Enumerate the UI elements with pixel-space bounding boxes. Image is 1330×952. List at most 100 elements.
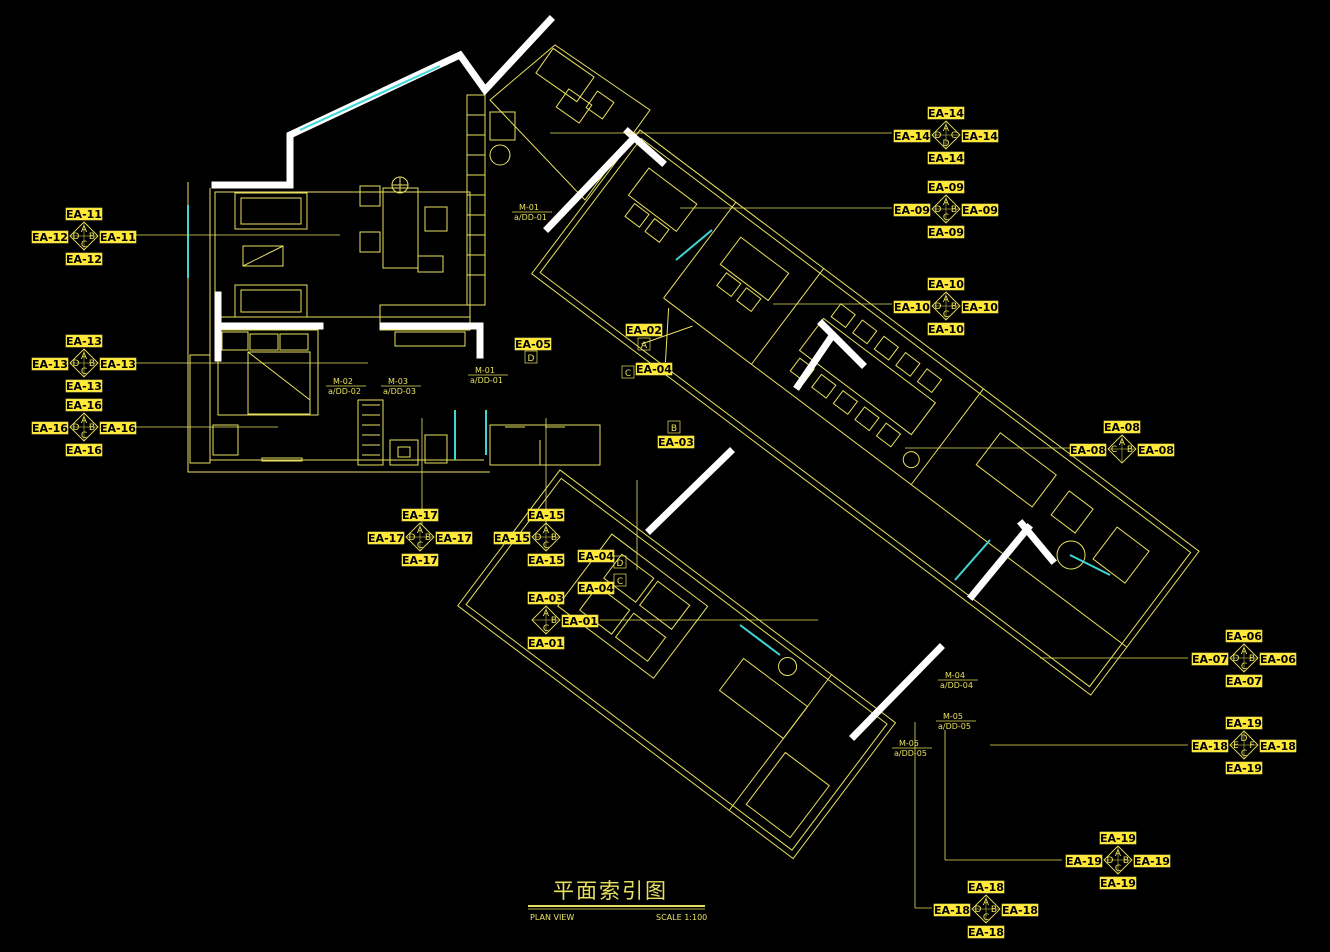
door-marker: M-01 a/DD-01	[468, 366, 508, 385]
symbol-letter: F	[1249, 741, 1254, 751]
symbol-letter: A	[417, 526, 424, 536]
basin	[389, 439, 419, 466]
tag-bottom: EA-10	[927, 322, 965, 336]
svg-text:EA-13: EA-13	[66, 335, 102, 348]
tag-bottom: EA-12	[65, 252, 103, 266]
symbol-letter: B	[1127, 445, 1133, 455]
tag-left: EA-17	[367, 531, 405, 545]
symbol-letter: B	[951, 205, 957, 215]
tag-top: EA-03	[527, 591, 565, 605]
symbol-letter: A	[943, 124, 950, 134]
title-block: 平面索引图 PLAN VIEW SCALE 1:100	[528, 879, 707, 922]
tag-right: EA-18	[1001, 903, 1039, 917]
tag-label: EA-04	[635, 362, 673, 376]
tag-label: EA-04	[577, 581, 615, 595]
conference-table	[798, 317, 937, 436]
svg-text:EA-18: EA-18	[1260, 740, 1296, 753]
tag-right: EA-19	[1133, 854, 1171, 868]
svg-text:M-04: M-04	[945, 671, 965, 680]
tag-top: EA-19	[1225, 716, 1263, 730]
svg-text:EA-19: EA-19	[1134, 855, 1170, 868]
svg-text:EA-19: EA-19	[1100, 832, 1136, 845]
symbol-letter: B	[551, 533, 557, 543]
tag-letter: D	[617, 559, 624, 569]
north-cabinet	[489, 111, 516, 141]
tag-letter: C	[625, 369, 631, 379]
tag-right: EA-16	[99, 421, 137, 435]
svg-text:EA-07: EA-07	[1226, 675, 1262, 688]
diagonal-inner	[539, 137, 1192, 688]
chair-1	[359, 185, 381, 207]
bed	[247, 351, 311, 415]
tag-top: EA-18	[967, 880, 1005, 894]
tag-right: EA-17	[435, 531, 473, 545]
svg-text:EA-16: EA-16	[32, 422, 68, 435]
svg-text:EA-14: EA-14	[928, 107, 964, 120]
tag-label: EA-05	[514, 337, 552, 351]
svg-text:a/DD-03: a/DD-03	[383, 387, 416, 396]
svg-text:M-05: M-05	[899, 739, 919, 748]
symbol-letter: B	[991, 905, 997, 915]
tag-left: EA-15	[493, 531, 531, 545]
svg-text:EA-17: EA-17	[368, 532, 404, 545]
tag-top: EA-10	[927, 277, 965, 291]
leader-lines	[135, 132, 1188, 909]
svg-text:EA-18: EA-18	[1192, 740, 1228, 753]
chair-3	[424, 206, 448, 232]
svg-text:EA-06: EA-06	[1260, 653, 1296, 666]
svg-text:EA-13: EA-13	[32, 358, 68, 371]
svg-text:EA-11: EA-11	[100, 231, 136, 244]
svg-text:EA-18: EA-18	[968, 881, 1004, 894]
tag-bottom: EA-09	[927, 225, 965, 239]
desk-06	[975, 432, 1057, 508]
svg-text:EA-09: EA-09	[928, 181, 964, 194]
door-marker: M-05 a/DD-05	[936, 712, 976, 731]
tag-top: EA-06	[1225, 629, 1263, 643]
svg-text:EA-03: EA-03	[658, 436, 694, 449]
symbol-letter: A	[1119, 438, 1126, 448]
svg-text:EA-17: EA-17	[402, 509, 438, 522]
desk-09	[627, 167, 698, 232]
low-cabinet	[379, 304, 471, 331]
symbol-letter: D	[1233, 654, 1240, 664]
west-outer-wall	[187, 182, 490, 473]
svg-text:EA-09: EA-09	[962, 204, 998, 217]
bedroom-window-frame	[189, 354, 211, 464]
tag-bottom: EA-14	[927, 151, 965, 165]
svg-text:EA-10: EA-10	[928, 323, 964, 336]
pillow-1	[249, 333, 279, 351]
svg-text:a/DD-05: a/DD-05	[938, 722, 971, 731]
svg-text:EA-19: EA-19	[1226, 762, 1262, 775]
svg-text:a/DD-01: a/DD-01	[514, 213, 547, 222]
tag-left: EA-18	[933, 903, 971, 917]
tag-bottom: EA-18	[967, 925, 1005, 939]
single-tag: EA-03B	[657, 420, 695, 449]
symbol-letter: C	[1115, 864, 1121, 874]
round-table-06	[1056, 540, 1086, 570]
symbol-letter: D	[73, 359, 80, 369]
symbol-letter: D	[975, 905, 982, 915]
diagonal-wing	[530, 129, 1200, 696]
symbol-letter: B	[89, 423, 95, 433]
tag-top: EA-14	[927, 106, 965, 120]
counter	[394, 331, 466, 347]
svg-text:M-01: M-01	[519, 203, 539, 212]
svg-text:EA-13: EA-13	[66, 380, 102, 393]
svg-text:EA-12: EA-12	[32, 231, 68, 244]
tag-left: EA-16	[31, 421, 69, 435]
svg-text:EA-18: EA-18	[968, 926, 1004, 939]
tag-bottom: EA-15	[527, 553, 565, 567]
svg-text:EA-07: EA-07	[1192, 653, 1228, 666]
svg-text:a/DD-05: a/DD-05	[894, 749, 927, 758]
coffee-table	[242, 245, 284, 267]
svg-text:EA-16: EA-16	[66, 399, 102, 412]
symbol-letter: A	[81, 352, 88, 362]
tag-top: EA-11	[65, 207, 103, 221]
